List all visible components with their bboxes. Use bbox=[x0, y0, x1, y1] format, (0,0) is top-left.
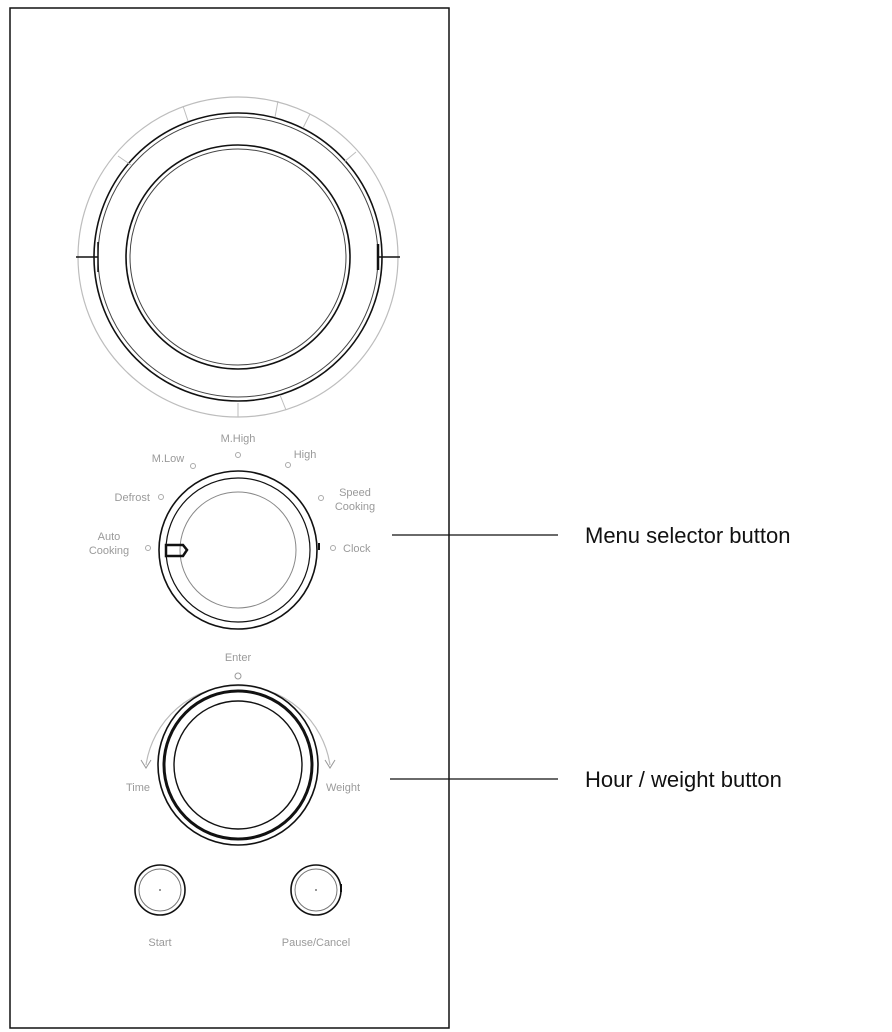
label-weight: Weight bbox=[326, 782, 360, 794]
label-clock: Clock bbox=[343, 543, 371, 555]
callout-menu-selector: Menu selector button bbox=[585, 523, 790, 548]
label-auto-cooking-line2: Cooking bbox=[89, 545, 129, 557]
label-time: Time bbox=[126, 782, 150, 794]
hour-weight-dial[interactable] bbox=[140, 672, 336, 846]
menu-selector-dial[interactable] bbox=[158, 470, 320, 630]
label-m-low: M.Low bbox=[152, 453, 184, 465]
label-enter: Enter bbox=[225, 652, 252, 664]
label-auto-cooking-line1: Auto bbox=[98, 531, 121, 543]
control-panel-outline bbox=[9, 7, 450, 1029]
menu-dial-pointer bbox=[164, 543, 189, 558]
hour-dial-arc bbox=[145, 685, 331, 766]
top-display-ring bbox=[76, 96, 400, 418]
label-m-high: M.High bbox=[221, 433, 256, 445]
label-defrost: Defrost bbox=[115, 492, 150, 504]
pause-cancel-button[interactable] bbox=[290, 864, 342, 916]
label-pause-cancel: Pause/Cancel bbox=[282, 937, 351, 949]
label-speed-cooking-line2: Cooking bbox=[335, 501, 375, 513]
label-start: Start bbox=[148, 937, 171, 949]
callout-hour-weight: Hour / weight button bbox=[585, 767, 782, 792]
menu-dial-indicator-dots bbox=[145, 452, 336, 551]
label-speed-cooking-line1: Speed bbox=[339, 487, 371, 499]
label-high: High bbox=[294, 449, 317, 461]
start-button[interactable] bbox=[134, 864, 186, 916]
